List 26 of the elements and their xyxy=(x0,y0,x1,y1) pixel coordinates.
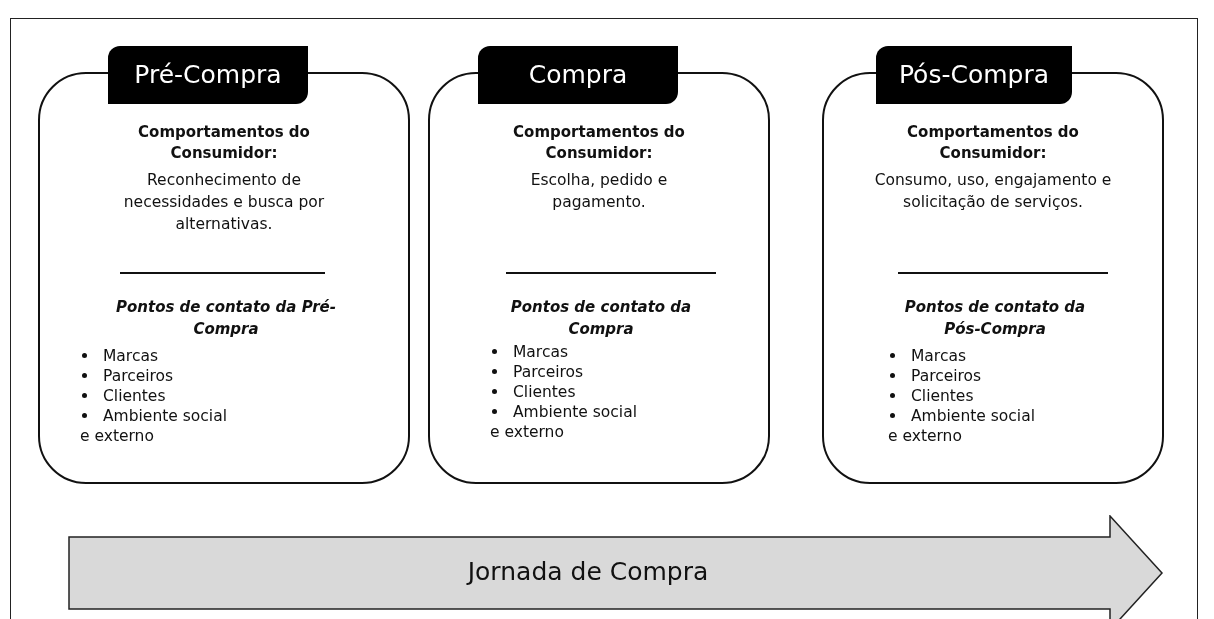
section-heading: Comportamentos do Consumidor: xyxy=(137,122,311,164)
block-arrow xyxy=(68,515,1164,619)
bullet-item: Parceiros xyxy=(80,366,240,386)
arrow-label: Jornada de Compra xyxy=(465,556,710,588)
bullet-item: Clientes xyxy=(888,386,1048,406)
stage-tab: Compra xyxy=(478,46,678,104)
description-text: Escolha, pedido e pagamento. xyxy=(529,170,669,213)
bullet-item: Ambiente social e externo xyxy=(80,406,228,446)
bullet-item: Ambiente social e externo xyxy=(490,402,638,442)
bullet-item: Clientes xyxy=(490,382,650,402)
bullet-item: Parceiros xyxy=(888,366,1048,386)
bullet-item: Ambiente social e externo xyxy=(888,406,1036,446)
section-heading: Comportamentos do Consumidor: xyxy=(906,122,1080,164)
section-heading: Pontos de contato da Compra xyxy=(509,297,693,340)
description-text: Reconhecimento de necessidades e busca por alternativas. xyxy=(122,170,326,235)
description-text: Consumo, uso, engajamento e solicitação de serviços. xyxy=(873,170,1113,213)
bullet-item: Marcas xyxy=(888,346,1048,366)
section-heading: Pontos de contato da Pré-Compra xyxy=(116,297,336,340)
section-heading: Comportamentos do Consumidor: xyxy=(512,122,686,164)
stage-tab: Pré-Compra xyxy=(108,46,308,104)
section-heading: Pontos de contato da Pós-Compra xyxy=(903,297,1087,340)
bullet-item: Parceiros xyxy=(490,362,650,382)
bullet-item: Marcas xyxy=(80,346,240,366)
bullet-item: Marcas xyxy=(490,342,650,362)
bullet-item: Clientes xyxy=(80,386,240,406)
stage-tab: Pós-Compra xyxy=(876,46,1072,104)
